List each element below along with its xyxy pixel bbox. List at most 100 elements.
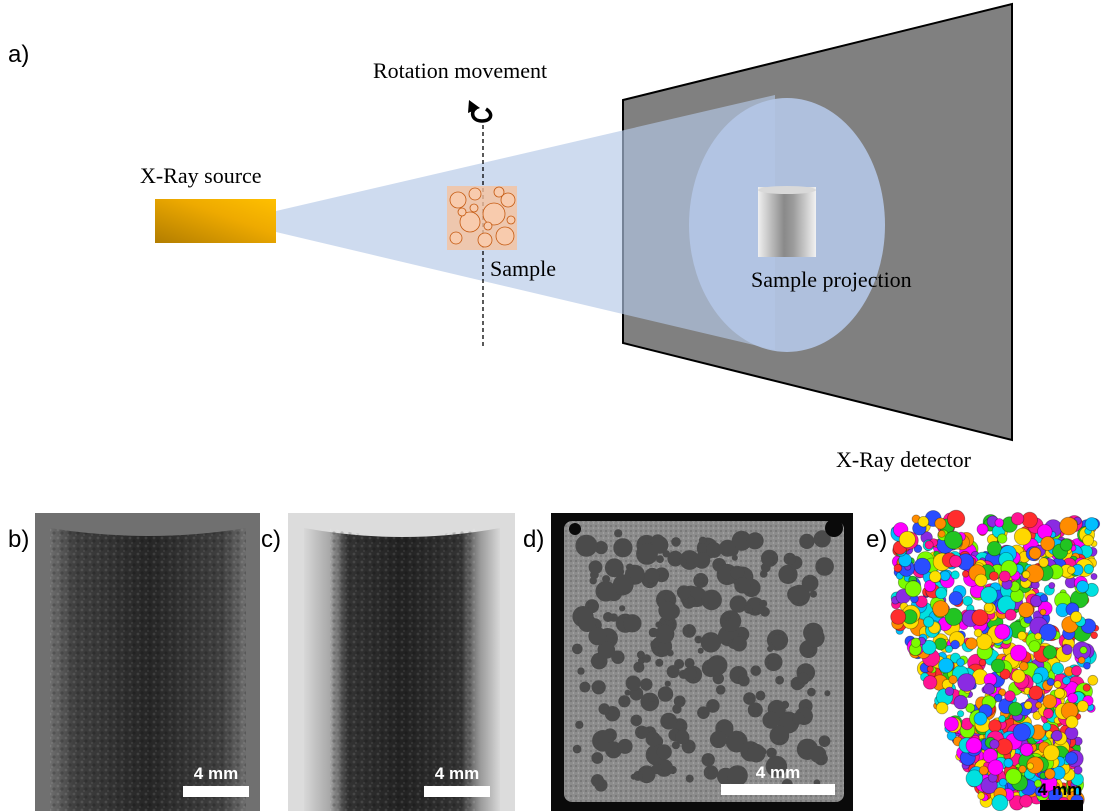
ct-bubble — [572, 744, 582, 754]
ct-bubble — [715, 685, 726, 695]
sample-bubble — [449, 191, 467, 209]
scale-bar-d — [721, 784, 835, 795]
segmented-bubble — [946, 509, 966, 529]
ct-bubble — [699, 536, 707, 544]
ct-bubble — [636, 543, 658, 565]
segmented-bubble — [1090, 573, 1098, 581]
segmented-bubble — [1083, 661, 1091, 670]
segmented-bubble — [1076, 580, 1089, 593]
segmented-bubble — [1034, 779, 1043, 788]
ct-bubble — [623, 614, 642, 633]
segmented-bubble — [950, 570, 960, 580]
ct-bubble — [656, 555, 664, 563]
ct-bubble — [801, 574, 819, 592]
ct-bubble — [723, 613, 731, 621]
segmented-bubble — [949, 554, 962, 568]
segmented-bubble — [956, 658, 965, 667]
segmented-bubble — [990, 658, 1006, 674]
sample-bubble — [469, 203, 479, 213]
ct-bubble — [664, 680, 671, 687]
segmented-bubble — [1082, 683, 1091, 692]
ct-bubble — [588, 560, 603, 575]
ct-bubble — [805, 628, 825, 648]
segmented-bubble — [924, 540, 934, 550]
panel-b-radiograph: 4 mm b) — [8, 513, 260, 811]
segmented-bubble — [1008, 701, 1023, 717]
panel-b-label: b) — [8, 526, 29, 553]
segmented-bubble — [932, 600, 950, 618]
ct-bubble — [682, 624, 696, 638]
segmented-bubble — [986, 540, 1003, 557]
segmented-bubble — [1031, 672, 1043, 684]
ct-bubble — [595, 580, 617, 602]
segmented-bubble — [893, 563, 903, 573]
ct-bubble — [783, 552, 796, 566]
segmented-bubble — [1010, 512, 1025, 526]
ct-bubble — [694, 635, 703, 644]
segmented-bubble — [999, 668, 1011, 680]
ct-bubble — [575, 720, 584, 729]
segmented-bubble — [1042, 722, 1052, 732]
segmented-bubble — [923, 579, 937, 593]
ct-bubble — [734, 577, 751, 594]
ct-bubble — [700, 632, 722, 653]
ct-bubble — [613, 538, 633, 558]
segmented-bubble — [1004, 690, 1016, 702]
ct-bubble — [645, 731, 661, 747]
ct-bubble — [719, 610, 742, 632]
segmented-bubble — [929, 570, 942, 583]
ct-bubble — [818, 735, 831, 747]
segmented-bubble — [956, 710, 965, 718]
segmented-bubble — [1062, 676, 1071, 685]
ct-bubble — [657, 686, 674, 702]
ct-bubble — [771, 634, 786, 649]
segmented-bubble — [962, 595, 973, 607]
segmented-bubble — [904, 580, 922, 598]
ct-bubble — [693, 573, 709, 588]
segmented-bubble — [1059, 538, 1073, 552]
segmented-bubble — [1042, 645, 1058, 660]
ct-bubble — [655, 658, 664, 667]
segmented-bubble — [994, 623, 1011, 640]
segmented-bubble — [945, 645, 954, 654]
ct-bubble — [671, 741, 680, 750]
ct-bubble — [693, 552, 711, 569]
segmented-bubble — [998, 715, 1006, 723]
segmented-bubble — [1011, 669, 1026, 684]
ct-bubble — [769, 725, 790, 746]
ct-bubble — [764, 653, 783, 672]
segmented-bubble — [1059, 516, 1078, 536]
segmented-bubble — [1019, 794, 1033, 808]
ct-bubble — [591, 774, 604, 788]
ct-bubble — [577, 667, 585, 675]
segmented-bubble — [998, 688, 1007, 697]
segmented-bubble — [1079, 646, 1088, 655]
ct-bubble — [591, 752, 604, 764]
ct-bubble — [633, 661, 645, 673]
ct-bubble — [625, 675, 641, 691]
ct-bubble — [707, 655, 728, 676]
rotation-label: Rotation movement — [373, 58, 547, 83]
segmented-bubble — [1061, 644, 1073, 656]
ct-bubble — [666, 649, 674, 657]
segmented-bubble — [934, 517, 947, 530]
ct-bubble — [644, 567, 660, 584]
ct-bubble — [701, 589, 722, 611]
panel-c-label: c) — [261, 526, 281, 553]
ct-bubble — [759, 599, 768, 608]
segmented-bubble — [1067, 692, 1079, 704]
panel-e-label: e) — [866, 526, 887, 553]
scale-label-e: 4 mm — [1038, 780, 1082, 799]
ct-bubble — [588, 627, 607, 646]
sample-bubble — [483, 221, 493, 231]
segmented-bubble — [1004, 608, 1017, 621]
segmented-bubble — [973, 711, 988, 726]
ct-bubble — [761, 549, 779, 567]
segmented-bubble — [938, 657, 954, 674]
segmented-bubble — [1044, 768, 1056, 780]
segmented-bubble — [1042, 708, 1054, 719]
segmented-bubble — [957, 673, 976, 692]
ct-bubble — [668, 765, 677, 775]
ct-bubble — [759, 570, 768, 578]
